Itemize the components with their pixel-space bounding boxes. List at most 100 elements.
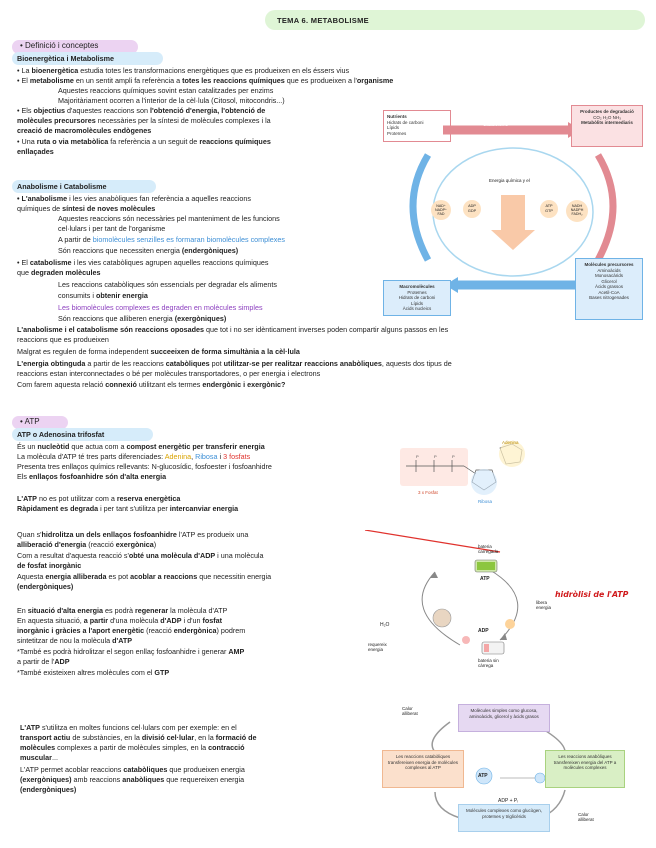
text-line: (endergòniques) xyxy=(17,582,74,591)
energy-label: Energia química y el xyxy=(489,178,530,183)
text-line: La molècula d'ATP té tres parts diferenc… xyxy=(17,452,251,461)
text-line: Els enllaços fosfoanhidre són d'alta ene… xyxy=(17,472,167,481)
text-line: Majoritàriament ocorren a l'interior de … xyxy=(58,96,285,105)
catabolism-label: Catabolisme xyxy=(483,122,509,127)
text-line: • La bioenergètica estudia totes les tra… xyxy=(17,66,350,75)
svg-text:P: P xyxy=(452,454,455,459)
atp-structure: P P P xyxy=(400,441,525,495)
text-line: alliberació d'energia (reacció exergònic… xyxy=(17,540,157,549)
text-line: Malgrat es regulen de forma independent … xyxy=(17,347,300,356)
heading-bg xyxy=(12,52,163,65)
anabolic-box: Les reaccions anabòliques transfereixen … xyxy=(545,750,625,788)
handwritten-note: hidròlisi de l'ATP xyxy=(555,590,629,599)
heading-anabolism: Anabolisme i Catabolisme xyxy=(17,182,107,191)
page-title: TEMA 6. METABOLISME xyxy=(265,10,645,30)
text-line: Quan s'hidrolitza un dels enllaços fosfo… xyxy=(17,530,249,539)
heat-released-top: Calor alliberat xyxy=(402,706,418,716)
complex-molecules-box: Molècules complexes como glucògen, prote… xyxy=(458,804,550,832)
simple-molecules-box: Molècules simples como glucosa, aminoàci… xyxy=(458,704,550,732)
adenine-label: Adenina xyxy=(502,440,519,445)
text-line: transport actiu de substàncies, en la di… xyxy=(20,733,257,742)
metabolism-arrows xyxy=(409,122,617,293)
phosphate-label: 3 x Fosfat xyxy=(418,490,438,495)
text-line: Són reaccions que alliberen energia (exe… xyxy=(58,314,227,323)
text-line: de fosfat inorgànic xyxy=(17,561,82,570)
text-line: Són reaccions que necessiten energia (en… xyxy=(58,246,239,255)
text-line: • L'anabolisme i les vies anabòliques fa… xyxy=(17,194,251,203)
adp-node: ADP + Pᵢ xyxy=(498,798,519,804)
text-line: a partir de l'ADP xyxy=(17,657,70,666)
svg-text:P: P xyxy=(434,454,437,459)
text-line: que degraden molècules xyxy=(17,268,101,277)
heading-bioenergetics: Bioenergètica i Metabolisme xyxy=(17,54,115,63)
requires-energy-label: requereix energia xyxy=(368,642,387,652)
text-line: L'ATP s'utilitza en moltes funcions cel·… xyxy=(20,723,237,732)
ribose-label: Ribosa xyxy=(478,499,493,504)
section-pill-atp: • ATP xyxy=(12,416,68,429)
atp-circle: ATP GTP xyxy=(540,200,558,218)
text-line: consumits i obtenir energia xyxy=(58,291,148,300)
water-label: H₂O xyxy=(380,622,390,628)
text-line: L'anabolisme i el catabolisme són reacci… xyxy=(17,325,449,334)
text-line: Les biomolècules complexes es degraden e… xyxy=(58,303,263,312)
charged-battery-label: bateria carregada xyxy=(478,544,499,554)
text-line: • El metabolisme en un sentit ampli fa r… xyxy=(17,76,394,85)
atp-molecule-illustration: P P P 3 x Fosfat Ribosa Adenina xyxy=(398,440,543,520)
text-line: sintetitzar de nou la molècula d'ATP xyxy=(17,636,133,645)
text-line: *També existeixen altres molècules com e… xyxy=(17,668,170,677)
text-line: reaccions que es produeixen xyxy=(17,335,109,344)
releases-energy-label: libera energia xyxy=(536,600,552,610)
section-pill-definitions: • Definició i conceptes xyxy=(12,40,138,54)
text-line: inorgànic i gràcies a l'aport energètic … xyxy=(17,626,246,635)
svg-text:P: P xyxy=(416,454,419,459)
text-line: cel·lulars i per tant de l'organisme xyxy=(58,224,166,233)
text-line: L'energia obtinguda a partir de les reac… xyxy=(17,359,452,368)
text-line: Aquesta energia alliberada es pot acobla… xyxy=(17,572,272,581)
heading-bg xyxy=(12,428,153,441)
text-line: En aquesta situació, a partir d'una molè… xyxy=(17,616,223,625)
nad-circle: NAD⁺ NADP⁺ FAD xyxy=(431,200,451,220)
text-line: L'ATP no es pot utilitzar com a reserva … xyxy=(17,494,181,503)
text-line: A partir de biomolècules senzilles es fo… xyxy=(58,235,285,244)
anabolism-label: Anabolisme xyxy=(498,289,522,294)
uncharged-battery-label: bateria sin càrrega xyxy=(478,658,499,668)
text-line: En situació d'alta energia es podrà rege… xyxy=(17,606,228,615)
text-line: Aquestes reaccions són necessàries pel m… xyxy=(58,214,280,223)
adp-label: ADP xyxy=(478,628,489,634)
text-line: • El catabolisme i les vies catabòliques… xyxy=(17,258,269,267)
text-line: creació de macromolècules endògenes xyxy=(17,126,152,135)
atp-cycle-arrows xyxy=(364,530,519,655)
text-line: molècules precursores necessàries per la… xyxy=(17,116,271,125)
text-line: • Els objectius d'aquestes reaccions son… xyxy=(17,106,266,115)
text-line: molècules complexes a partir de molècule… xyxy=(20,743,245,752)
text-line: (exergòniques) amb reaccions anabòliques… xyxy=(20,775,245,784)
text-line: Ràpidament es degrada i per tant s'utili… xyxy=(17,504,239,513)
atp-label: ATP xyxy=(480,576,490,582)
text-line: Les reaccions catabòliques són essencial… xyxy=(58,280,277,289)
text-line: reaccions estan interconnectades o bé pe… xyxy=(17,369,321,378)
text-line: L'ATP permet acoblar reaccions catabòliq… xyxy=(20,765,245,774)
heading-bg xyxy=(12,180,156,193)
text-line: Com a resultat d'aquesta reacció s'obté … xyxy=(17,551,264,560)
catabolic-box: Les reaccions catabòliques transfereixen… xyxy=(382,750,464,788)
text-line: químiques de síntesi de noves molècules xyxy=(17,204,156,213)
text-line: enllaçades xyxy=(17,147,54,156)
text-line: Com farem aquesta relació connexió utili… xyxy=(17,380,286,389)
heat-released-bottom: Calor alliberat xyxy=(578,812,594,822)
text-line: *També es podrà hidrolitzar el segon enl… xyxy=(17,647,245,656)
text-line: • Una ruta o via metabòlica fa referènci… xyxy=(17,137,271,146)
text-line: Presenta tres enllaços químics rellevant… xyxy=(17,462,272,471)
text-line: Aquestes reaccions químiques sovint esta… xyxy=(58,86,274,95)
atp-cycle-diagram: bateria carregada ATP H₂O libera energia… xyxy=(360,530,575,692)
text-line: muscular... xyxy=(20,753,58,762)
energy-coupling-diagram: Calor alliberat Molècules simples como g… xyxy=(380,700,640,840)
text-line: És un nucleòtid que actua com a compost … xyxy=(17,442,265,451)
text-line: (endergòniques) xyxy=(20,785,77,794)
heading-atp: ATP o Adenosina trifosfat xyxy=(17,430,105,439)
nadh-circle: NADH NADPH FADH₂ xyxy=(566,200,588,222)
